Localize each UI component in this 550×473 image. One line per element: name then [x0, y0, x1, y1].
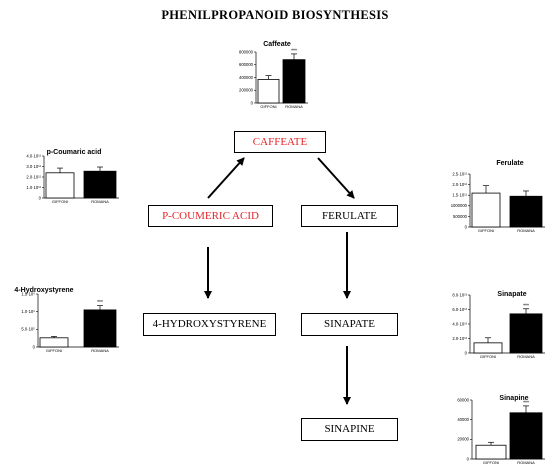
- y-tick-label: 0: [465, 224, 468, 229]
- node-caffeate: CAFFEATE: [234, 131, 326, 153]
- category-label: ROMANA: [91, 199, 109, 204]
- y-tick-label: 800000: [239, 49, 254, 54]
- y-tick-label: 5.0·10⁵: [21, 327, 35, 332]
- bar-giffoni: [257, 79, 280, 104]
- category-label: ROMANA: [517, 228, 535, 233]
- y-tick-label: 2.5·10¹²: [452, 171, 467, 176]
- y-tick-label: 400000: [239, 75, 254, 80]
- node-p-coumeric-acid: P-COUMERIC ACID: [148, 205, 273, 227]
- y-tick-label: 1.0·10⁶: [21, 309, 35, 314]
- category-label: GIFFONI: [52, 199, 68, 204]
- significance-label: ***: [523, 303, 529, 309]
- y-tick-label: 0: [467, 456, 470, 461]
- bar-giffoni: [471, 192, 501, 228]
- y-tick-label: 600000: [239, 62, 254, 67]
- y-tick-label: 6.0·10¹³: [452, 307, 467, 312]
- category-label: ROMANA: [517, 460, 535, 465]
- y-tick-label: 2.0·10¹³: [452, 336, 467, 341]
- chart-sinapate: Sinapate 0 2.0·10¹³ 4.0·10¹³ 6.0·10¹³ 8.0·10¹…: [452, 291, 545, 359]
- category-label: ROMANA: [285, 104, 303, 109]
- y-tick-label: 2.0·10¹²: [452, 182, 467, 187]
- bar-giffoni: [39, 337, 69, 348]
- bar-romana: [282, 59, 306, 104]
- y-tick-label: 2.0·10¹²: [26, 174, 41, 179]
- y-tick-label: 0: [39, 195, 42, 200]
- bar-giffoni: [473, 342, 503, 354]
- bar-romana: [509, 412, 543, 460]
- bar-romana: [83, 170, 117, 199]
- chart-4-hydroxystyrene: 4-Hydroxystyrene 0 5.0·10⁵ 1.0·10⁶ 1.5·10⁶ GI…: [14, 287, 119, 353]
- bar-giffoni: [45, 172, 75, 199]
- significance-label: ***: [291, 48, 297, 54]
- significance-label: ***: [523, 400, 529, 406]
- node-ferulate: FERULATE: [301, 205, 398, 227]
- chart-title: 4-Hydroxystyrene: [14, 287, 73, 294]
- bar-romana: [509, 313, 543, 354]
- page-title: PHENILPROPANOID BIOSYNTHESIS: [161, 8, 389, 22]
- node-sinapine: SINAPINE: [301, 418, 398, 441]
- chart-ferulate: Ferulate 0 500000 1000000 1.5·10¹² 2.0·10¹² 2.…: [451, 160, 545, 233]
- category-label: GIFFONI: [478, 228, 494, 233]
- y-tick-label: 20000: [457, 437, 469, 442]
- node-sinapate: SINAPATE: [301, 313, 398, 336]
- bar-romana: [509, 195, 543, 228]
- chart-title: Ferulate: [496, 160, 523, 167]
- chart-title: p-Coumaric acid: [47, 149, 102, 156]
- y-tick-label: 3.0·10¹²: [26, 164, 41, 169]
- y-tick-label: 1.5·10¹²: [452, 193, 467, 198]
- y-tick-label: 40000: [457, 417, 469, 422]
- y-tick-label: 4.0·10¹³: [452, 321, 467, 326]
- category-label: ROMANA: [517, 354, 535, 359]
- y-tick-label: 4.0·10¹²: [26, 153, 41, 158]
- y-tick-label: 1.5·10⁶: [21, 291, 35, 296]
- arrow-coumeric-to-caffeate: [207, 157, 245, 199]
- category-label: GIFFONI: [483, 460, 499, 465]
- chart-title: Sinapate: [497, 291, 526, 298]
- y-tick-label: 200000: [239, 88, 254, 93]
- y-tick-label: 1.0·10¹²: [26, 185, 41, 190]
- bar-giffoni: [475, 444, 507, 460]
- significance-label: ***: [97, 300, 103, 306]
- y-tick-label: 0: [33, 344, 36, 349]
- chart-caffeate: Caffeate 0 200000 400000 600000 800000GIFFONI…: [239, 41, 308, 109]
- chart-title: Caffeate: [263, 41, 291, 48]
- category-label: ROMANA: [91, 348, 109, 353]
- category-label: GIFFONI: [260, 104, 276, 109]
- y-tick-label: 500000: [453, 214, 468, 219]
- y-tick-label: 0: [465, 350, 468, 355]
- bar-romana: [83, 309, 117, 348]
- y-tick-label: 60000: [457, 397, 469, 402]
- y-tick-label: 1000000: [451, 203, 468, 208]
- node-4-hydroxystyrene: 4-HYDROXYSTYRENE: [143, 313, 276, 336]
- chart-p-coumaric: p-Coumaric acid 0 1.0·10¹² 2.0·10¹² 3.0·10¹²…: [26, 149, 119, 204]
- chart-title: Sinapine: [499, 395, 528, 402]
- y-tick-label: 0: [251, 100, 254, 105]
- category-label: GIFFONI: [480, 354, 496, 359]
- y-tick-label: 8.0·10¹³: [452, 292, 467, 297]
- category-label: GIFFONI: [46, 348, 62, 353]
- arrow-caffeate-to-ferulate: [317, 157, 355, 199]
